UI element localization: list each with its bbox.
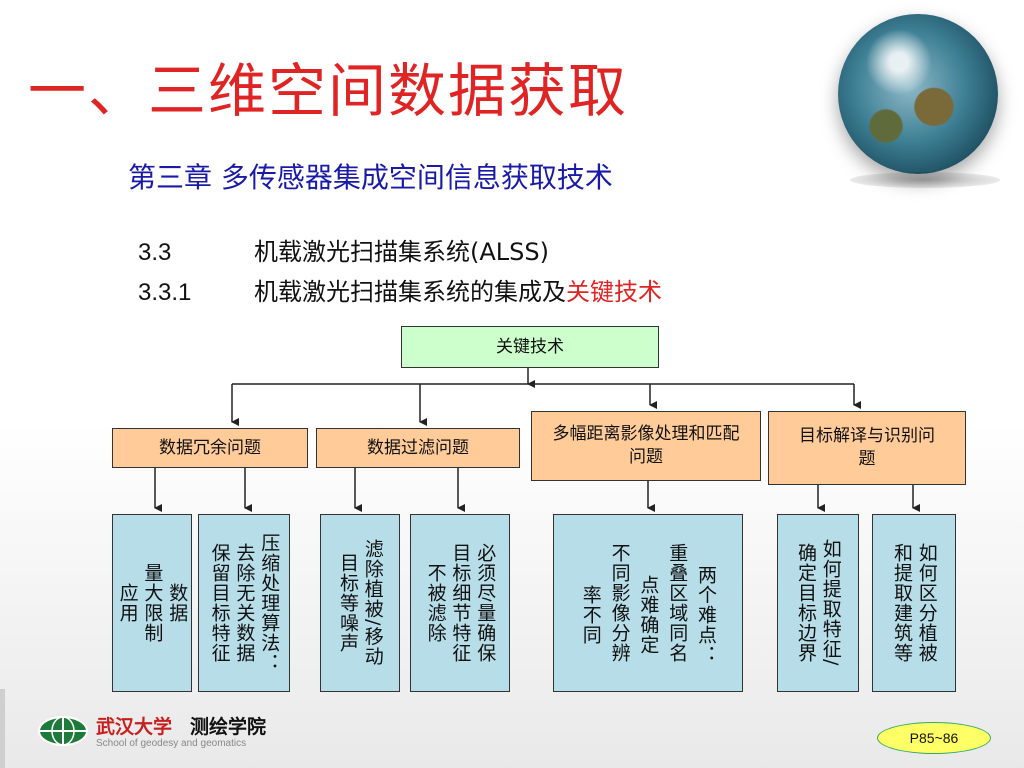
department-name-cn: 测绘学院 — [190, 716, 267, 738]
category-box-target-recognition: 目标解译与识别问题 — [768, 411, 966, 485]
chapter-title: 第三章 多传感器集成空间信息获取技术 — [128, 161, 613, 194]
detail-col: 和提取建筑等 — [891, 543, 913, 663]
detail-col: 重叠区域同名 — [666, 543, 689, 663]
section-number: 3.3.1 — [138, 279, 192, 306]
school-emblem-icon — [38, 716, 88, 746]
detail-box-4: 必须尽量确保 目标细节特征 不被滤除 — [410, 514, 510, 692]
detail-col: 率不同 — [579, 585, 602, 645]
section-heading-3-3-1: 3.3.1 机载激光扫描集系统的集成及关键技术 — [138, 272, 662, 307]
detail-box-1: 数据 量大限制 应用 — [112, 514, 192, 692]
detail-col: 不同影像分辨 — [608, 543, 631, 663]
root-box-key-tech: 关键技术 — [401, 326, 659, 368]
school-name-cn: 武汉大学 — [96, 716, 173, 738]
detail-col: 量大限制 — [141, 563, 164, 643]
detail-box-3: 滤除植被/移动 目标等噪声 — [320, 514, 400, 692]
section-text: 机载激光扫描集系统的集成及 — [254, 278, 566, 306]
detail-box-2: 压缩处理算法： 去除无关数据 保留目标特征 — [198, 514, 290, 692]
detail-col: 滤除植被/移动 — [361, 539, 384, 667]
detail-col: 如何提取特征/ — [819, 539, 842, 667]
detail-box-5: 两个难点： 重叠区域同名 点难确定 不同影像分辨 率不同 — [553, 514, 743, 692]
detail-box-7: 如何区分植被 和提取建筑等 — [872, 514, 956, 692]
detail-col: 如何区分植被 — [915, 543, 938, 663]
detail-col: 两个难点： — [694, 565, 717, 665]
detail-col: 去除无关数据 — [233, 543, 256, 663]
page-number-badge: P85~86 — [877, 722, 991, 754]
detail-col: 保留目标特征 — [208, 543, 231, 663]
detail-box-6: 如何提取特征/ 确定目标边界 — [777, 514, 859, 692]
detail-col: 目标等噪声 — [337, 553, 359, 653]
globe-shadow — [850, 172, 1000, 188]
detail-col: 数据 — [166, 583, 189, 623]
detail-col: 点难确定 — [637, 575, 660, 655]
detail-col: 目标细节特征 — [449, 543, 472, 663]
detail-col: 压缩处理算法： — [258, 533, 281, 673]
globe-icon — [838, 14, 998, 174]
detail-col: 确定目标边界 — [795, 543, 817, 663]
section-highlight: 关键技术 — [566, 278, 662, 306]
detail-col: 不被滤除 — [424, 563, 447, 643]
section-heading-3-3: 3.3 机载激光扫描集系统(ALSS) — [138, 232, 549, 267]
category-box-data-filtering: 数据过滤问题 — [316, 428, 520, 468]
slide-title: 一、三维空间数据获取 — [28, 57, 629, 125]
detail-col: 应用 — [116, 583, 139, 623]
school-name-en: School of geodesy and geomatics — [96, 738, 247, 749]
section-number: 3.3 — [138, 239, 172, 266]
footer-divider — [0, 689, 5, 768]
detail-col: 必须尽量确保 — [474, 543, 497, 663]
section-text: 机载激光扫描集系统(ALSS) — [254, 238, 549, 266]
category-box-data-redundancy: 数据冗余问题 — [112, 428, 308, 468]
category-box-range-image-matching: 多幅距离影像处理和匹配问题 — [531, 411, 761, 481]
